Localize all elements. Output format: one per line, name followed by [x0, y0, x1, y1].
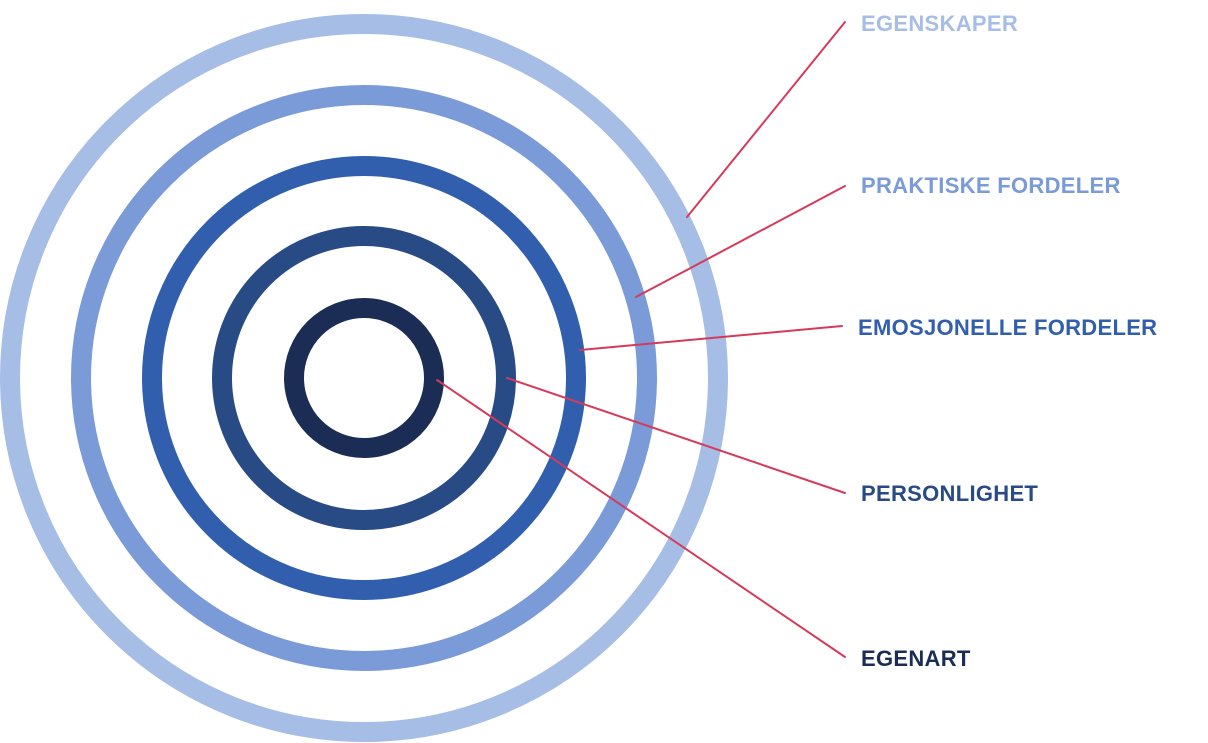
label-emosjonelle-fordeler: EMOSJONELLE FORDELER	[858, 315, 1157, 340]
ring-personlighet	[212, 226, 516, 530]
leader-line-egenskaper	[686, 21, 846, 218]
label-praktiske-fordeler: PRAKTISKE FORDELER	[861, 173, 1121, 198]
label-personlighet: PERSONLIGHET	[861, 481, 1038, 506]
leader-line-personlighet	[506, 377, 846, 494]
ring-egenskaper	[0, 14, 728, 742]
label-egenskaper: EGENSKAPER	[861, 11, 1018, 36]
label-egenart: EGENART	[861, 646, 971, 671]
leader-line-egenart	[436, 379, 846, 658]
leader-line-emosjonelle-fordeler	[579, 325, 843, 351]
ring-emosjonelle-fordeler	[142, 156, 586, 600]
ring-egenart	[284, 298, 444, 458]
ring-praktiske-fordeler	[71, 85, 657, 671]
leader-line-praktiske-fordeler	[635, 185, 846, 298]
